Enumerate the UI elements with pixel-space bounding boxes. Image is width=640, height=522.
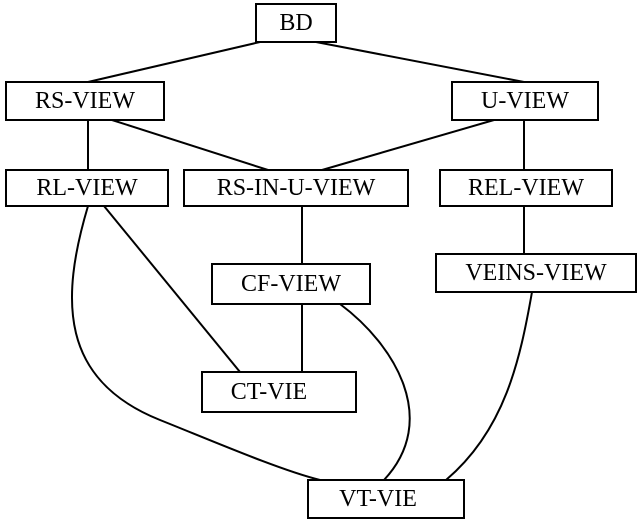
edge-rl-view-vt-vie [70,205,321,481]
node-u-view: U-VIEW [451,81,599,121]
node-box-cf-view [211,263,371,305]
node-veins-view: VEINS-VIEW [435,253,637,293]
edge-u-view-rs-in-u-view [321,119,495,171]
node-label-u-view: U-VIEW [481,88,569,114]
node-label-vt-vie: VT-VIE [339,486,417,512]
node-rl-view: RL-VIEW [5,169,169,207]
node-rs-in-u-view: RS-IN-U-VIEW [183,169,409,207]
node-cf-view: CF-VIEW [211,263,371,305]
diagram-nodes: BD RS-VIEW U-VIEW RL-VIEW RS-IN-U-VIEW R… [5,3,637,519]
node-box-rs-in-u-view [183,169,409,207]
edge-veins-view-vt-vie [445,291,533,481]
edge-bd-u-view [315,41,525,83]
diagram-edges [70,41,533,481]
node-label-rs-in-u-view: RS-IN-U-VIEW [217,175,376,201]
edge-bd-rs-view [87,41,261,83]
node-box-bd [255,3,337,43]
node-ct-vie: CT-VIE [201,371,357,413]
node-box-u-view [451,81,599,121]
node-label-cf-view: CF-VIEW [241,271,341,297]
node-box-vt-vie [307,479,465,519]
node-bd: BD [255,3,337,43]
node-label-rs-view: RS-VIEW [35,88,135,114]
node-label-rl-view: RL-VIEW [36,175,138,201]
node-box-rel-view [439,169,613,207]
edge-cf-view-vt-vie [339,303,411,481]
node-rel-view: REL-VIEW [439,169,613,207]
node-label-ct-vie: CT-VIE [231,379,307,405]
node-label-bd: BD [279,10,312,36]
edge-rl-view-ct-vie [103,205,241,373]
node-rs-view: RS-VIEW [5,81,165,121]
node-label-veins-view: VEINS-VIEW [465,260,607,286]
node-box-veins-view [435,253,637,293]
node-label-rel-view: REL-VIEW [468,175,584,201]
node-box-rl-view [5,169,169,207]
edge-rs-view-rs-in-u-view [111,119,269,171]
node-box-ct-vie [201,371,357,413]
node-box-rs-view [5,81,165,121]
node-vt-vie: VT-VIE [307,479,465,519]
